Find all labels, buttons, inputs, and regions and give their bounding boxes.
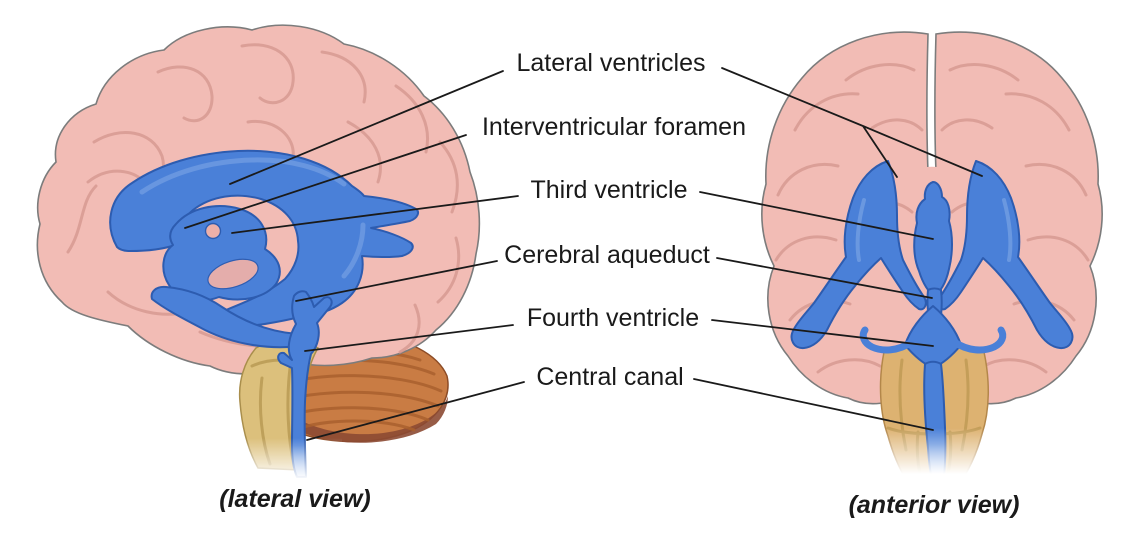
label-lateral-ventricles: Lateral ventricles xyxy=(517,49,706,77)
leader-fourth-ventricle-left xyxy=(304,324,514,352)
leader-cerebral-aqueduct-left xyxy=(295,260,498,302)
leader-central-canal-right xyxy=(693,378,934,431)
leader-third-ventricle-right xyxy=(699,191,934,240)
structure-labels: Lateral ventricles Interventricular fora… xyxy=(219,49,1019,519)
leader-interventricular-foramen xyxy=(184,134,467,229)
anterior-bottom-fade xyxy=(850,424,1020,504)
caption-lateral-view: (lateral view) xyxy=(219,485,370,513)
label-central-canal: Central canal xyxy=(536,363,683,391)
leader-lines xyxy=(184,67,983,441)
lateral-ventricle-right-wing xyxy=(937,160,1074,350)
leader-central-canal-left xyxy=(306,381,525,441)
interthalamic-gap xyxy=(207,258,259,290)
label-fourth-ventricle: Fourth ventricle xyxy=(527,304,699,332)
ventricle-highlight-anterior xyxy=(855,198,1013,262)
label-cerebral-aqueduct: Cerebral aqueduct xyxy=(504,241,710,269)
lateral-ventricle-body xyxy=(109,149,419,327)
label-third-ventricle: Third ventricle xyxy=(531,176,688,204)
interventricular-foramen-hole xyxy=(204,222,222,240)
leader-cerebral-aqueduct-right xyxy=(716,257,933,299)
ventricle-highlight xyxy=(139,157,366,279)
leader-fourth-ventricle-right xyxy=(711,319,934,347)
caption-anterior-view: (anterior view) xyxy=(849,491,1020,519)
leader-lateral-ventricles-right xyxy=(721,67,983,178)
fourth-ventricle-arm-right xyxy=(950,326,1007,354)
lateral-bottom-fade xyxy=(222,432,342,510)
anterior-view-brain xyxy=(761,31,1103,504)
leader-third-ventricle-left xyxy=(231,195,519,234)
lateral-view-brain xyxy=(36,24,481,510)
label-interventricular-foramen: Interventricular foramen xyxy=(482,113,746,141)
leader-lateral-ventricles-left xyxy=(229,70,504,185)
fourth-ventricle-arm-left xyxy=(859,326,916,354)
